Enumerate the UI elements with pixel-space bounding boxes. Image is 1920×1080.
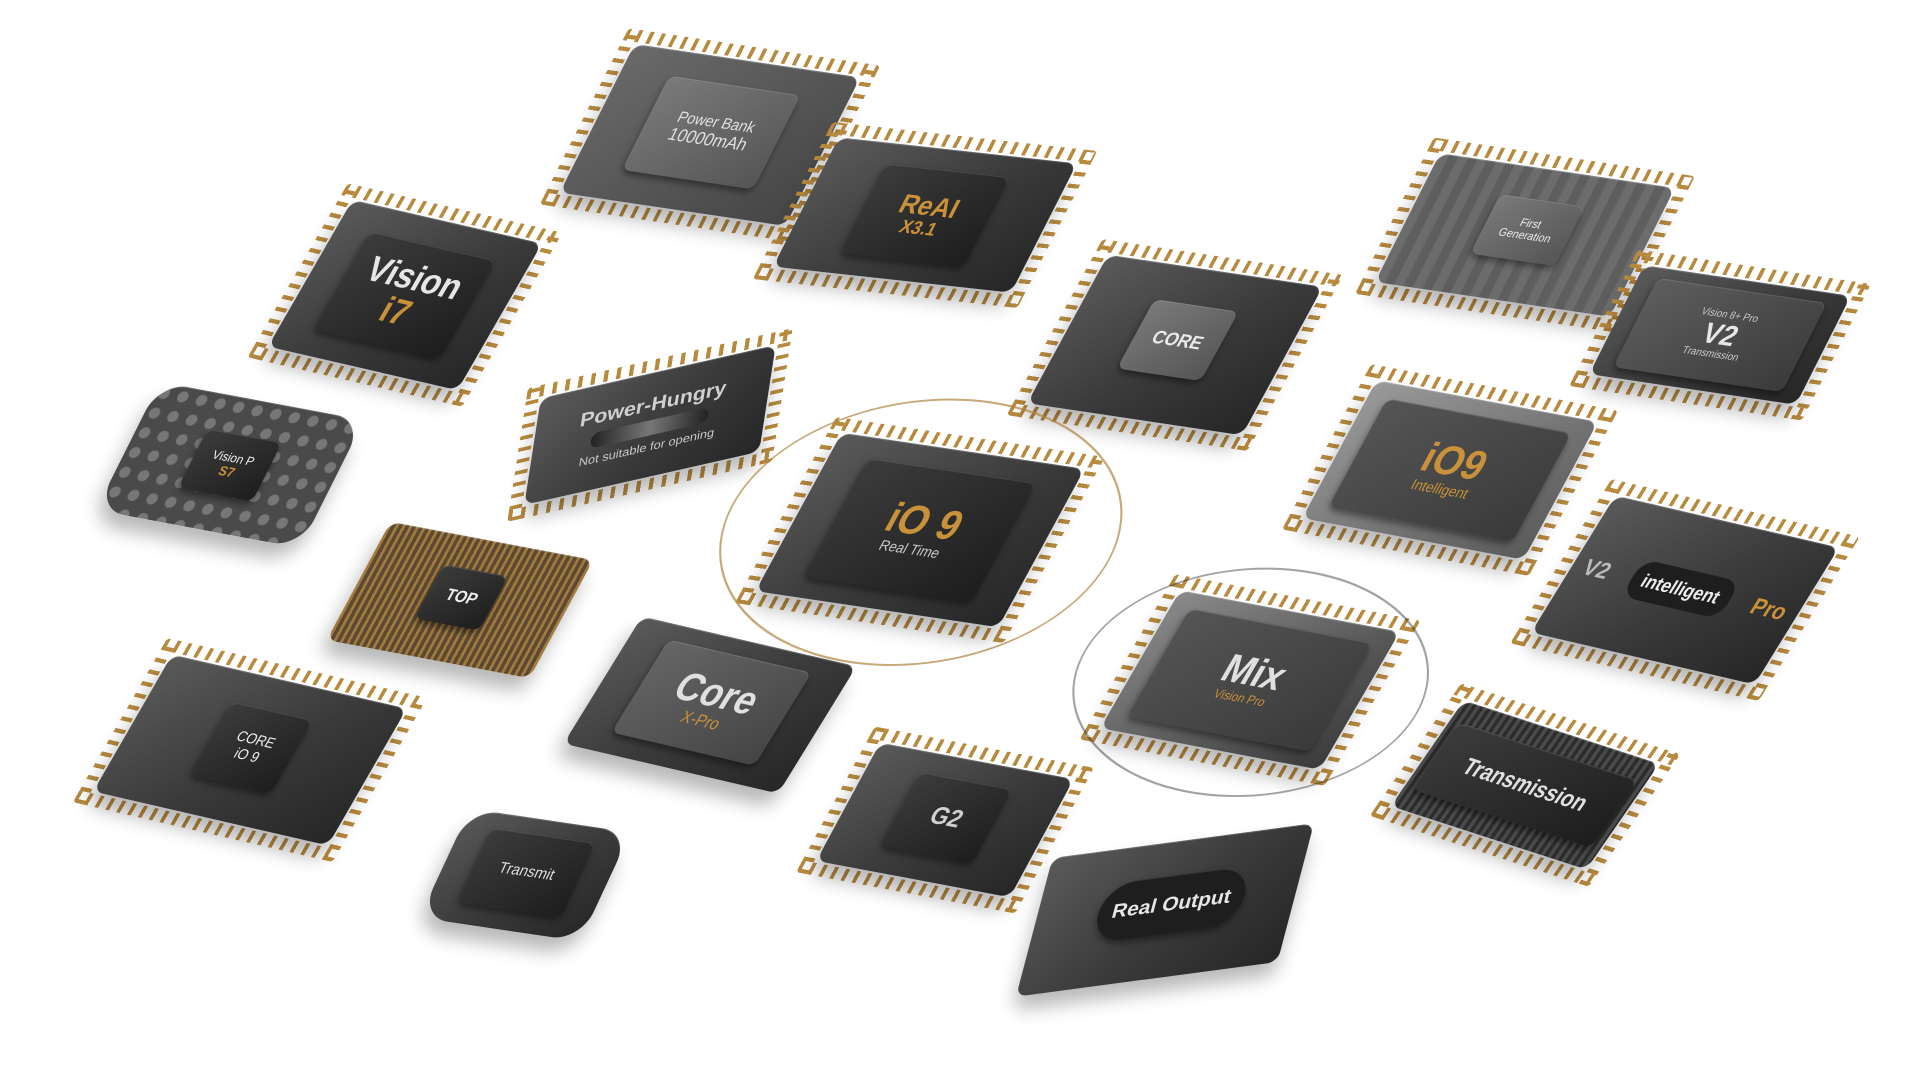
chip-sublabel: i7 — [371, 290, 419, 334]
chip-label: CORE — [1148, 326, 1208, 354]
chip-io9-realtime: iO 9 Real Time — [660, 373, 1181, 692]
chip-sublabel: Generation — [1495, 226, 1554, 246]
chip-top: TOP — [326, 521, 594, 679]
chip-io9-intelligent: iO9 Intelligent — [1302, 380, 1598, 560]
chip-core-center: CORE — [1027, 254, 1323, 436]
chip-label: intelligent — [1620, 559, 1741, 619]
chip-label: Transmit — [495, 859, 558, 885]
chip-transmit: Transmit — [419, 808, 631, 942]
chip-v2-transmission: Vision 8+ Pro V2 Transmission — [1589, 265, 1851, 405]
chip-label: V2 — [1696, 316, 1745, 353]
chip-label: Real Output — [1109, 885, 1234, 924]
chip-sublabel: iO 9 — [231, 743, 264, 765]
chip-label: Core — [665, 664, 769, 724]
chip-vision-i7: Vision i7 — [267, 199, 543, 391]
chip-reai: ReAI X3.1 — [773, 137, 1077, 293]
chip-label: G2 — [924, 800, 969, 834]
chip-g2: G2 — [816, 742, 1074, 898]
chip-transmission: Transmission — [1390, 700, 1660, 870]
chip-mix: Mix Vision Pro — [1020, 540, 1482, 825]
chip-vision-p: Vision P S7 — [95, 381, 365, 549]
chip-left-label: V2 — [1577, 553, 1617, 585]
chip-sublabel: X3.1 — [895, 216, 942, 240]
chip-label: Transmission — [1456, 752, 1594, 817]
chip-sublabel: Transmission — [1679, 344, 1741, 364]
chip-sublabel: S7 — [215, 462, 238, 481]
chip-real-output: Real Output — [1015, 823, 1315, 997]
chip-label: TOP — [442, 585, 482, 609]
chip-v2-intelligent-pro: V2 intelligent Pro — [1531, 495, 1839, 685]
chip-power-hungry: Power-Hungry Not suitable for opening — [524, 345, 776, 505]
chip-right-label: Pro — [1745, 592, 1794, 626]
chip-core-io9: CORE iO 9 — [93, 654, 407, 846]
